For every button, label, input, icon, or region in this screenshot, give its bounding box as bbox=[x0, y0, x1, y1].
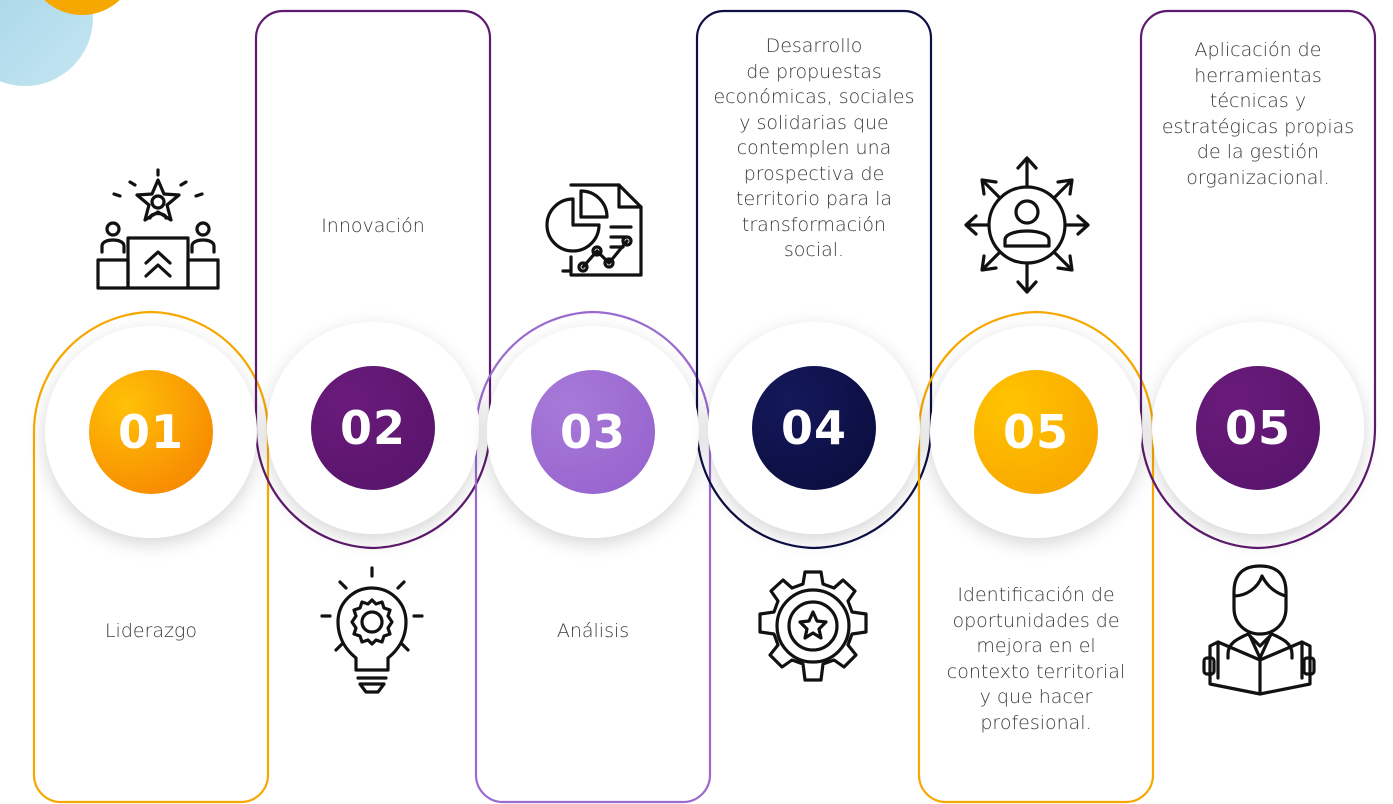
step-3-number: 03 bbox=[531, 370, 655, 494]
step-2-label: Innovación bbox=[321, 215, 425, 237]
gear-star-icon bbox=[752, 566, 874, 688]
lightbulb-gear-icon bbox=[318, 566, 426, 696]
step-5-label: Identificación de oportunidades de mejor… bbox=[946, 584, 1126, 734]
step-3-label: Análisis bbox=[556, 620, 630, 642]
decorative-orange-bubble bbox=[44, 0, 120, 15]
step-1-number: 01 bbox=[89, 370, 213, 494]
step-5-frame bbox=[917, 310, 1155, 804]
step-4-number: 04 bbox=[752, 366, 876, 490]
step-2-number: 02 bbox=[311, 366, 435, 490]
step-6-frame bbox=[1139, 9, 1377, 550]
report-chart-icon bbox=[543, 175, 649, 281]
decorative-blue-bubble bbox=[0, 0, 93, 86]
user-network-icon bbox=[962, 152, 1092, 298]
reader-book-icon bbox=[1200, 562, 1318, 696]
step-6-label: Aplicación de herramientas técnicas y es… bbox=[1161, 39, 1355, 189]
leadership-podium-icon bbox=[92, 168, 224, 292]
step-4-label: Desarrollo de propuestas económicas, soc… bbox=[713, 35, 915, 261]
step-4-frame bbox=[695, 9, 933, 550]
step-5-number: 05 bbox=[974, 370, 1098, 494]
step-1-frame bbox=[32, 310, 270, 804]
step-3-frame bbox=[474, 310, 712, 804]
step-1-label: Liderazgo bbox=[104, 620, 198, 642]
step-6-number: 05 bbox=[1196, 366, 1320, 490]
step-2-frame bbox=[254, 9, 492, 550]
